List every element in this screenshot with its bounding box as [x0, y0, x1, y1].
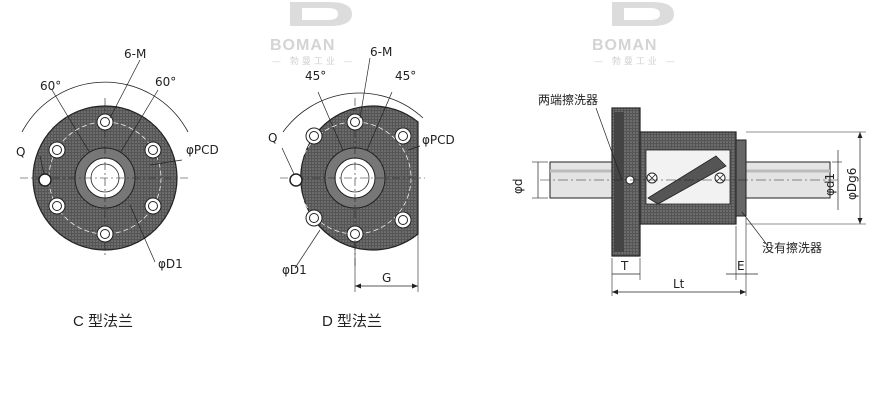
d-flange-bolt-holes — [305, 113, 412, 243]
side-view — [532, 107, 866, 296]
d-flange-g-label: G — [382, 271, 391, 285]
watermark-brand-left: BOMAN — [270, 37, 335, 54]
c-flange-caption: C 型法兰 — [73, 313, 134, 330]
side-view-d1-label: φd1 — [823, 173, 837, 196]
c-flange-view — [20, 59, 190, 263]
d-flange-q-label: Q — [268, 131, 277, 145]
d-flange-angle-right: 45° — [395, 69, 416, 83]
d-flange-angle-left: 45° — [305, 69, 326, 83]
d-flange-d1-label: φD1 — [282, 263, 307, 277]
c-flange-d1-label: φD1 — [158, 257, 183, 271]
d-flange-q-port — [289, 173, 303, 187]
c-flange-q-label: Q — [16, 145, 25, 159]
d-flange-pcd-label: φPCD — [422, 133, 455, 147]
c-flange-angle-left: 60° — [40, 79, 61, 93]
side-view-lt-label: Lt — [673, 277, 685, 291]
side-view-wiper-both-ends-label: 两端擦洗器 — [538, 93, 598, 107]
d-flange-holes-label: 6-M — [370, 45, 392, 59]
side-view-t-label: T — [620, 259, 629, 273]
side-view-wiper-none-label: 没有擦洗器 — [762, 240, 822, 255]
side-view-d-label: φd — [511, 178, 525, 194]
c-flange-holes-label: 6-M — [124, 47, 146, 61]
d-flange-caption: D 型法兰 — [322, 313, 383, 330]
watermark-subtitle-right: — 勃曼工业 — — [594, 55, 678, 67]
watermark-subtitle-left: — 勃曼工业 — — [272, 55, 356, 67]
c-flange-bolt-holes — [48, 113, 162, 243]
watermark-logo-right: BOMAN — 勃曼工业 — — [592, 2, 678, 67]
c-flange-angle-right: 60° — [155, 75, 176, 89]
d-flange-view — [280, 57, 425, 292]
c-flange-pcd-label: φPCD — [186, 143, 219, 157]
side-view-dg6-label: φDg6 — [845, 168, 859, 200]
c-flange-q-port — [38, 173, 52, 187]
side-view-e-label: E — [737, 259, 745, 273]
watermark-logo-left: BOMAN — 勃曼工业 — — [270, 2, 356, 67]
watermark-brand-right: BOMAN — [592, 37, 657, 54]
